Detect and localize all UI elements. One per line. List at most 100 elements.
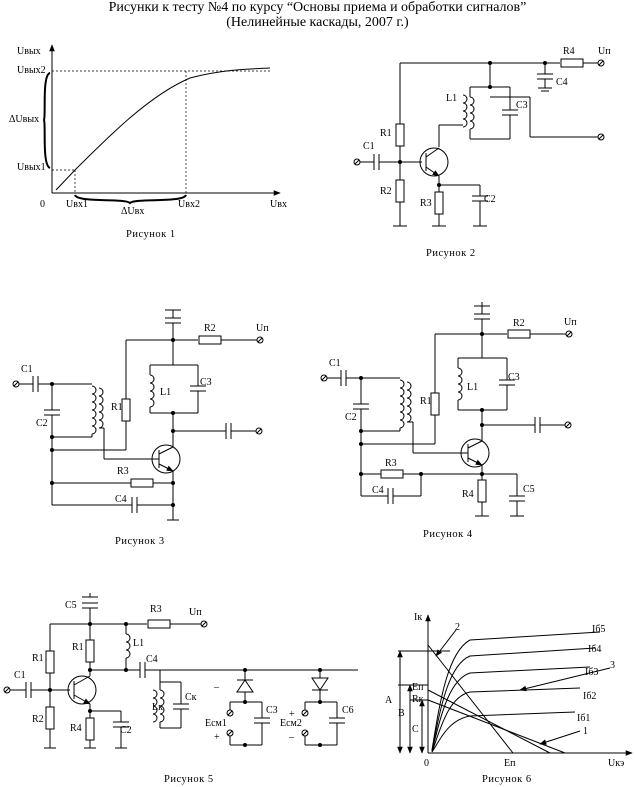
header-line-2: (Нелинейные каскады, 2007 г.) <box>226 15 409 30</box>
fig6-label-i64: Iб4 <box>588 644 601 655</box>
fig4-inductor-input <box>399 379 405 429</box>
fig6-caption: Рисунок 6 <box>482 774 532 785</box>
fig3-label-r3: R3 <box>117 466 129 477</box>
fig6-label-2: 2 <box>455 622 460 633</box>
figure-4: R2 Uп C1 C2 L1 C3 R1 R3 C4 R4 C5 Рисунок… <box>320 302 577 540</box>
fig4-inductor-l1 <box>457 367 463 401</box>
fig4-label-r4: R4 <box>462 489 474 500</box>
fig6-label-origin: 0 <box>424 758 429 769</box>
fig5-diode-1 <box>236 679 254 693</box>
fig4-label-c3: C3 <box>508 372 520 383</box>
fig6-label-i61: Iб1 <box>577 713 590 724</box>
fig2-transistor <box>419 147 449 177</box>
fig5-label-un: Uп <box>189 607 202 618</box>
fig1-label-uvyh2: Uвых2 <box>17 65 46 76</box>
fig3-resistor-r2 <box>198 335 222 345</box>
fig4-label-c4: C4 <box>372 485 384 496</box>
fig1-label-uvyh1: Uвых1 <box>17 162 46 173</box>
fig3-label-c4: C4 <box>115 494 127 505</box>
fig1-curve <box>55 67 271 191</box>
fig3-inductor-l1 <box>149 374 155 408</box>
fig5-caption: Рисунок 5 <box>164 774 214 785</box>
fig2-resistor-r4 <box>560 58 584 68</box>
fig6-load-line <box>427 644 514 754</box>
fig6-label-c: C <box>412 724 419 735</box>
fig3-label-r1: R1 <box>111 402 123 413</box>
header-line-1: Рисунки к тесту №4 по курсу “Основы прие… <box>108 0 527 15</box>
fig5-resistor-r5 <box>85 639 95 663</box>
fig2-inductor-l1 <box>469 96 475 130</box>
fig5-diode-2 <box>311 677 329 691</box>
fig3-inductor-input <box>91 385 97 435</box>
fig3-label-c1: C1 <box>21 364 33 375</box>
fig3-label-c2: C2 <box>36 418 48 429</box>
figure-6: Iк 2 A B C Eп Rк Iб5 Iб4 3 Iб3 Iб2 Iб1 1… <box>385 612 633 785</box>
fig6-label-b: B <box>398 708 405 719</box>
fig5-label-c3: C3 <box>266 705 278 716</box>
fig6-label-uke: Uкэ <box>608 758 624 769</box>
fig2-caption: Рисунок 2 <box>426 248 476 259</box>
fig6-curve-i65 <box>431 631 601 751</box>
fig5-label-c6: C6 <box>342 705 354 716</box>
figure-3: R2 Uп C1 C2 L1 C3 R1 R3 C4 Рисунок 3 <box>12 309 269 547</box>
fig2-label-r1: R1 <box>380 128 392 139</box>
fig6-label-a: A <box>385 695 393 706</box>
fig6-label-ep-axis: Eп <box>504 758 516 769</box>
fig5-label-c5: C5 <box>65 600 77 611</box>
fig4-caption: Рисунок 4 <box>423 529 473 540</box>
fig1-label-origin: 0 <box>40 199 45 210</box>
fig6-label-3: 3 <box>610 660 615 671</box>
fig5-inductor-lk <box>159 689 165 723</box>
fig6-label-ep: Eп <box>412 682 424 693</box>
fig6-label-i65: Iб5 <box>592 624 605 635</box>
fig5-label-r1: R1 <box>32 653 44 664</box>
figure-2: R4 Uп C4 L1 C3 R1 C1 R2 R3 C2 Рисунок 2 <box>353 46 611 259</box>
fig5-label-lk: Lк <box>152 702 163 713</box>
fig2-label-c2: C2 <box>484 194 496 205</box>
fig2-label-r3: R3 <box>420 198 432 209</box>
fig4-label-c2: C2 <box>345 412 357 423</box>
fig4-resistor-r3 <box>380 469 404 479</box>
fig1-label-duvh: ΔUвх <box>121 206 144 217</box>
fig5-label-plus-2: + <box>289 709 295 720</box>
fig6-label-1: 1 <box>583 726 588 737</box>
fig2-resistor-r3 <box>434 191 444 215</box>
fig6-label-ik: Iк <box>414 612 422 623</box>
fig5-label-c1: C1 <box>14 670 26 681</box>
fig5-label-r4: R4 <box>70 723 82 734</box>
fig2-label-l1: L1 <box>446 93 457 104</box>
fig5-label-l1: L1 <box>133 638 144 649</box>
fig6-curve-i61 <box>431 711 576 753</box>
fig3-label-l1: L1 <box>160 387 171 398</box>
fig3-label-un: Uп <box>256 323 269 334</box>
fig1-label-uvh2: Uвх2 <box>178 199 200 210</box>
fig4-label-r1: R1 <box>420 396 432 407</box>
figure-5: C5 R3 Uп R1 R1 L1 C4 C1 R2 R4 C2 Lк Cк –… <box>3 593 358 785</box>
fig4-resistor-r2 <box>507 329 531 339</box>
fig5-label-c2: C2 <box>120 725 132 736</box>
fig4-label-c5: C5 <box>523 484 535 495</box>
fig5-resistor-r3 <box>147 619 171 629</box>
fig4-label-l1: L1 <box>467 382 478 393</box>
fig5-resistor-r2 <box>45 706 55 730</box>
fig1-caption: Рисунок 1 <box>126 229 176 240</box>
fig5-transistor <box>67 675 97 705</box>
fig6-label-i62: Iб2 <box>583 691 596 702</box>
fig5-label-minus-2: – <box>288 732 295 743</box>
fig5-label-c4: C4 <box>146 654 158 665</box>
fig5-resistor-r4 <box>85 717 95 741</box>
fig5-inductor-l1 <box>125 633 131 659</box>
fig4-label-r2: R2 <box>513 318 525 329</box>
fig6-curve-i63 <box>431 666 591 752</box>
fig5-label-plus-1: + <box>214 732 220 743</box>
figure-1: Uвых Uвых2 ΔUвых Uвых1 0 Uвх1 Uвх2 ΔUвх … <box>9 44 287 240</box>
fig1-label-duvyh: ΔUвых <box>9 114 39 125</box>
fig6-load-line-1 <box>427 689 551 754</box>
fig1-brace-horizontal <box>74 194 187 205</box>
fig2-label-r2: R2 <box>380 186 392 197</box>
fig1-brace-vertical <box>42 72 51 169</box>
fig5-label-ecm2: Eсм2 <box>280 718 302 729</box>
fig5-label-r5: R1 <box>72 642 84 653</box>
fig5-label-minus-1: – <box>213 682 220 693</box>
fig2-label-c3: C3 <box>516 100 528 111</box>
